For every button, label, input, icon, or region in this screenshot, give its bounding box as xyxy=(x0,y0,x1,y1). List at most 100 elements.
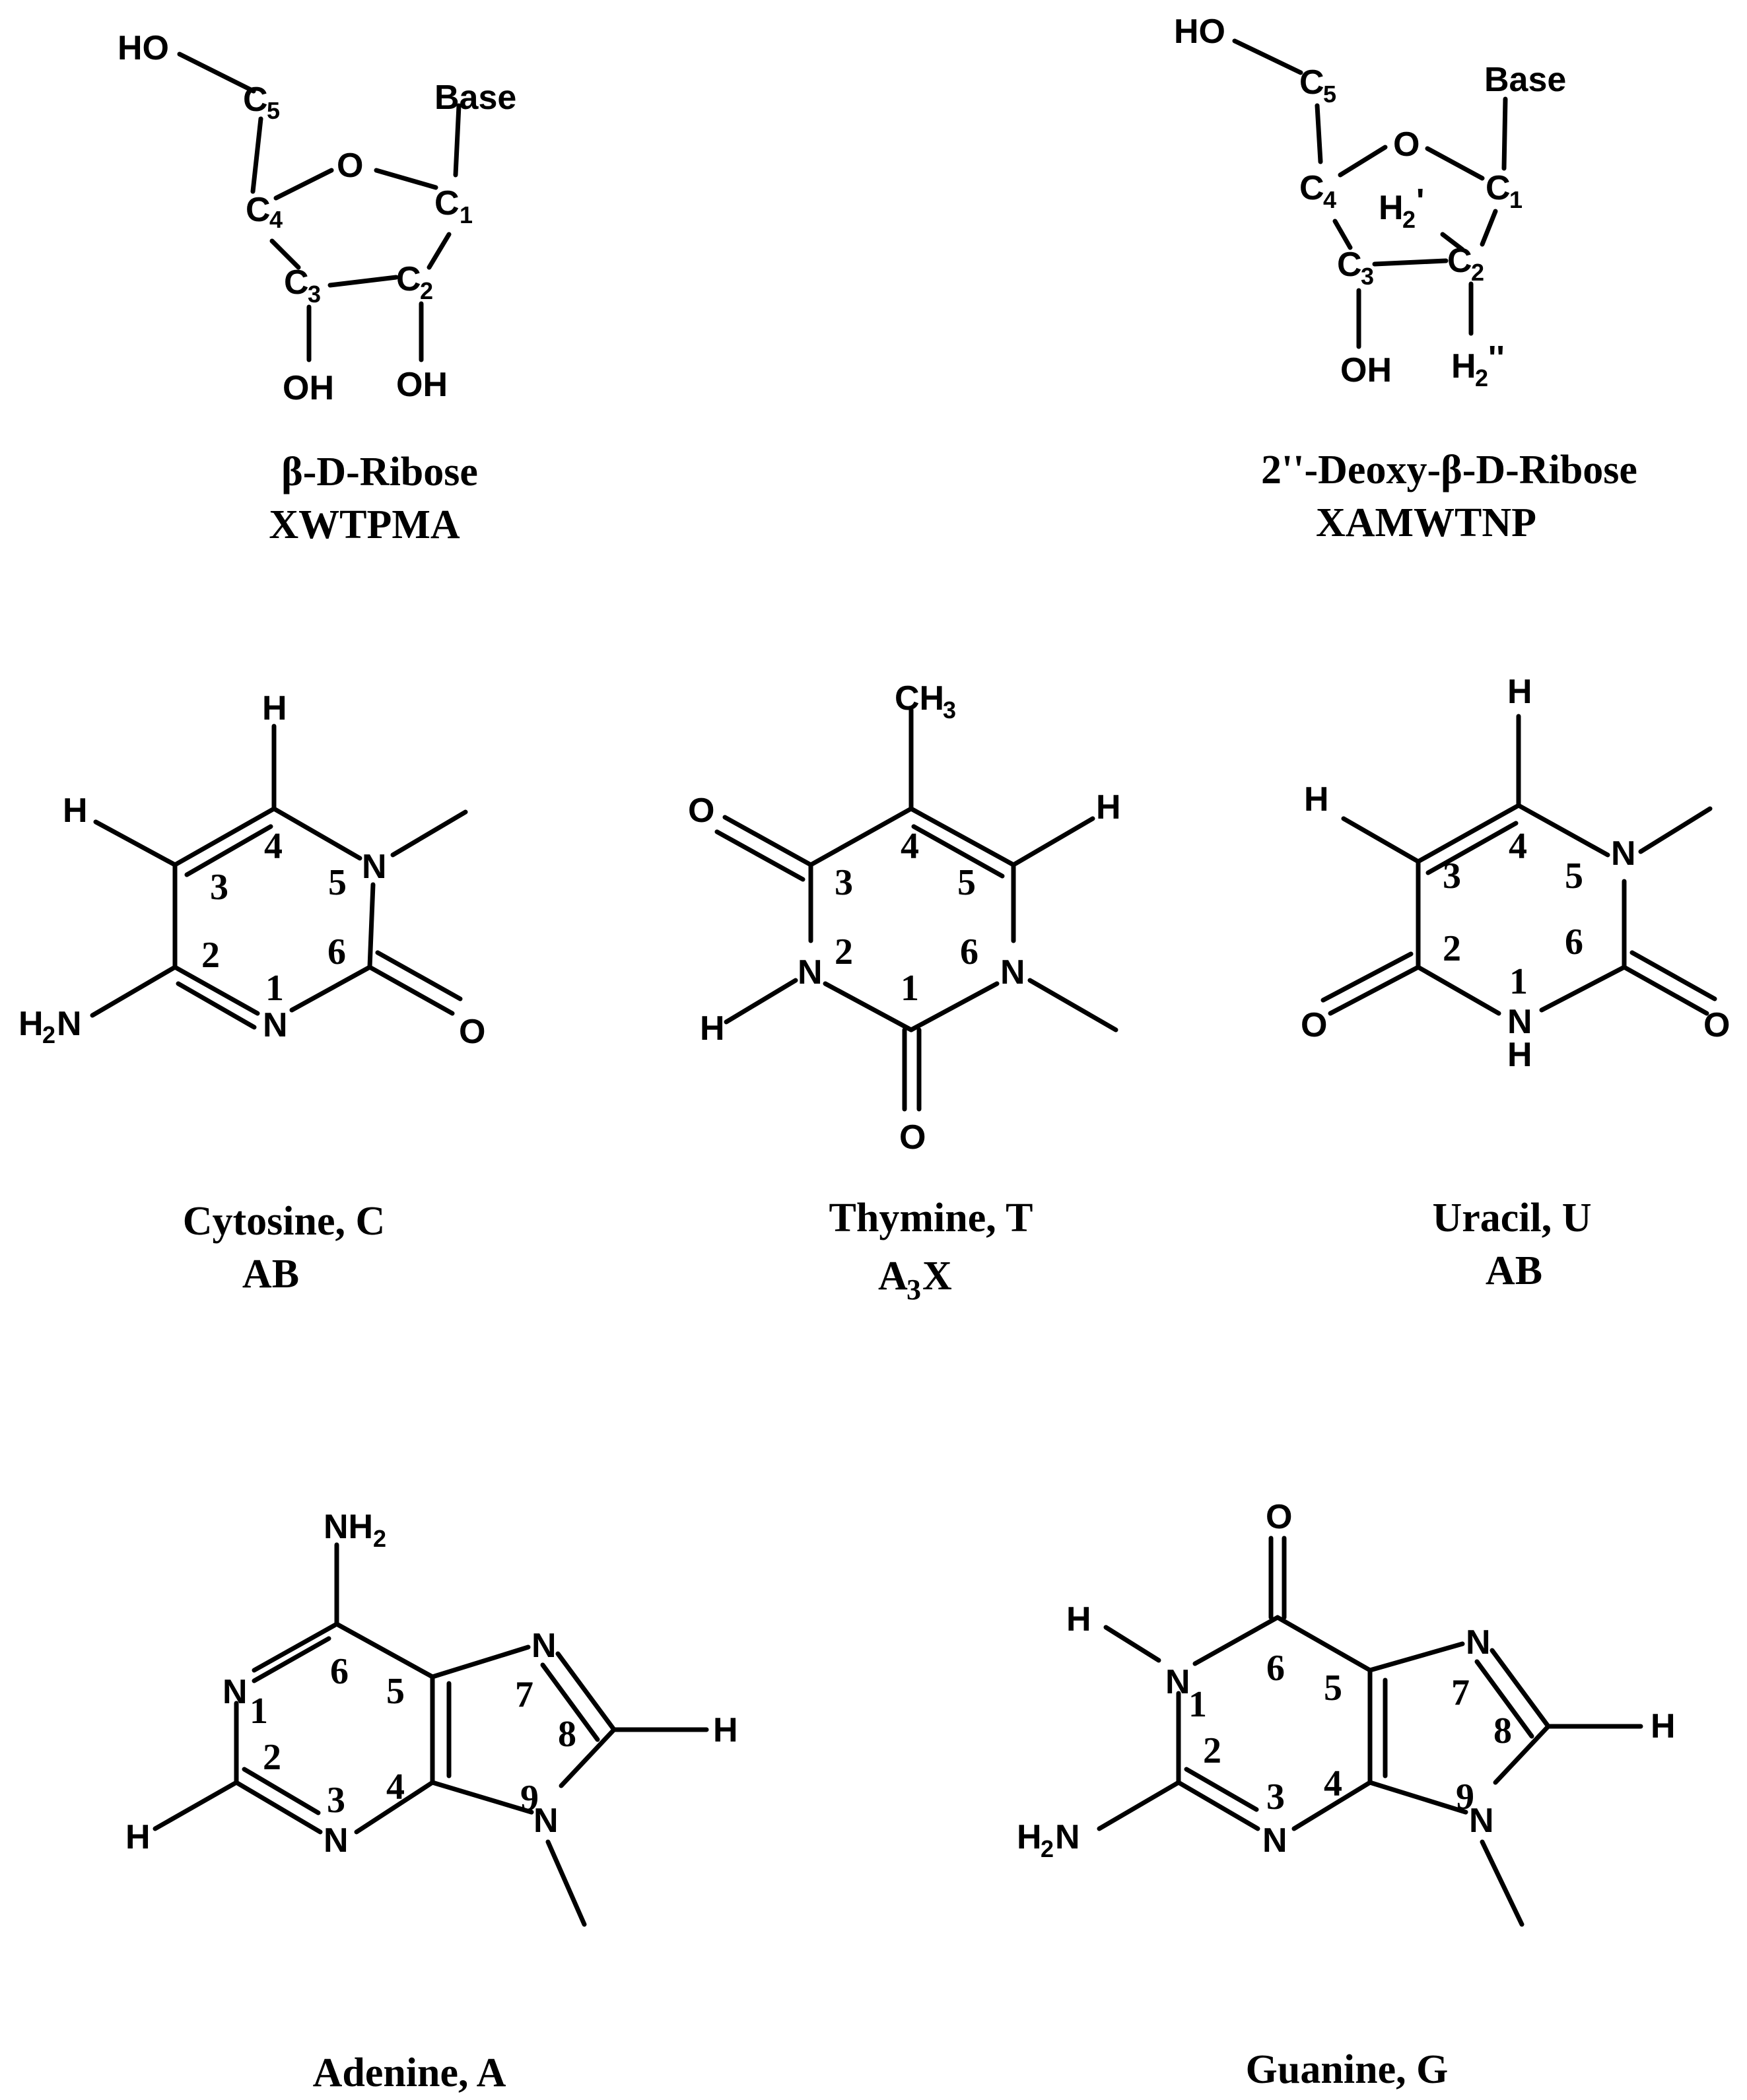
uracil-n1-label: N xyxy=(1507,1003,1532,1041)
deoxyribose-c2-subscript: 2 xyxy=(1471,259,1484,286)
deoxyribose-c5-label: C xyxy=(1299,63,1324,102)
cytosine-caption-spin-system: AB xyxy=(242,1252,299,1297)
guanine-caption-name: Guanine, G xyxy=(1246,2047,1449,2092)
adenine-bonds xyxy=(153,1542,709,1927)
uracil-caption-spin-system: AB xyxy=(1486,1248,1542,1293)
cytosine-position-2: 2 xyxy=(201,935,220,976)
deoxyribose-h2-double-prime-subscript: 2 xyxy=(1475,364,1488,391)
adenine-position-9: 9 xyxy=(520,1778,539,1819)
adenine-position-8: 8 xyxy=(558,1714,576,1755)
uracil-h4-label: H xyxy=(1507,673,1532,711)
cytosine-position-6: 6 xyxy=(327,931,346,972)
ribose-c3-label: C xyxy=(284,263,309,302)
thymine-methyl-group: CH 3 xyxy=(895,679,956,724)
guanine-position-3: 3 xyxy=(1266,1777,1285,1817)
thymine-nh-h-label: H xyxy=(700,1009,725,1048)
guanine-position-7: 7 xyxy=(1451,1672,1470,1713)
adenine-n7-label: N xyxy=(531,1627,557,1665)
deoxyribose-c1-subscript: 1 xyxy=(1509,186,1523,213)
guanine-structure: O H N N H H 2 N N N 6 5 7 1 8 2 3 4 9 xyxy=(1017,1498,1676,1927)
uracil-structure: H H N O N H O 4 3 5 2 6 1 xyxy=(1301,673,1730,1074)
deoxyribose-c2-label: C xyxy=(1447,242,1472,280)
cytosine-bonds xyxy=(90,724,468,1030)
uracil-n1-h-label: H xyxy=(1507,1036,1532,1074)
thymine-caption-spin-subscript: 3 xyxy=(907,1273,921,1306)
thymine-position-3: 3 xyxy=(835,862,853,903)
deoxyribose-h2-prime-mark: ' xyxy=(1416,182,1424,220)
thymine-caption-spin-a: A xyxy=(878,1254,908,1299)
ribose-c3-subscript: 3 xyxy=(308,281,321,308)
uracil-caption-name: Uracil, U xyxy=(1432,1196,1591,1240)
uracil-n5-label: N xyxy=(1611,834,1636,873)
cytosine-n5-label: N xyxy=(362,848,387,886)
deoxyribose-structure: HO C 5 Base O C 4 C 1 H 2 ' C 3 C 2 OH H… xyxy=(1174,13,1566,391)
adenine-h2-label: H xyxy=(125,1818,151,1856)
guanine-position-8: 8 xyxy=(1493,1710,1512,1751)
guanine-carbonyl-o-label: O xyxy=(1266,1498,1292,1536)
guanine-amino-n-label: N xyxy=(1055,1818,1080,1856)
thymine-caption-name: Thymine, T xyxy=(829,1196,1033,1240)
guanine-position-5: 5 xyxy=(1324,1668,1342,1709)
adenine-n3-label: N xyxy=(324,1821,349,1860)
uracil-position-5: 5 xyxy=(1565,856,1583,897)
thymine-n6-label: N xyxy=(1000,953,1025,992)
ribose-c5-label: C xyxy=(243,81,268,119)
ribose-c1-label: C xyxy=(434,184,460,222)
deoxyribose-c1-label: C xyxy=(1486,169,1511,207)
deoxyribose-h2-prime-subscript: 2 xyxy=(1402,206,1416,233)
deoxyribose-caption-spin-system: XAMWTNP xyxy=(1316,500,1536,545)
uracil-h3-label: H xyxy=(1304,780,1329,819)
thymine-n2-label: N xyxy=(798,953,823,992)
thymine-structure: CH 3 O H N N H O 4 3 5 2 6 1 xyxy=(688,679,1121,1157)
cytosine-caption-name: Cytosine, C xyxy=(183,1199,386,1244)
adenine-position-4: 4 xyxy=(386,1767,405,1808)
adenine-n1-label: N xyxy=(223,1673,248,1711)
cytosine-position-4: 4 xyxy=(264,826,283,867)
deoxyribose-c3-subscript: 3 xyxy=(1361,263,1374,290)
adenine-position-6: 6 xyxy=(330,1651,349,1692)
uracil-c2-carbonyl-o-label: O xyxy=(1301,1006,1327,1044)
deoxyribose-h2-prime-label: H xyxy=(1379,189,1404,227)
guanine-n1-label: N xyxy=(1165,1663,1190,1701)
adenine-structure: NH 2 N N H H N N 6 5 7 1 8 2 3 4 9 xyxy=(125,1508,738,1927)
deoxyribose-base-label: Base xyxy=(1484,61,1566,99)
uracil-position-4: 4 xyxy=(1509,826,1527,867)
thymine-position-6: 6 xyxy=(960,931,978,972)
thymine-methyl-ch-label: CH xyxy=(895,679,944,718)
uracil-position-3: 3 xyxy=(1443,856,1461,897)
cytosine-amino-n-label: N xyxy=(57,1005,82,1043)
deoxyribose-c3-hydroxyl-label: OH xyxy=(1340,351,1392,390)
deoxyribose-c4-label: C xyxy=(1299,169,1324,207)
adenine-n9-label: N xyxy=(533,1802,559,1840)
adenine-h8-label: H xyxy=(713,1711,738,1749)
ribose-ho-label: HO xyxy=(118,29,169,67)
ribose-c3-hydroxyl-label: OH xyxy=(283,369,334,407)
adenine-amino-nh-label: NH xyxy=(324,1508,373,1546)
ribose-c4-label: C xyxy=(246,191,271,229)
adenine-caption-name: Adenine, A xyxy=(313,2050,506,2095)
deoxyribose-c5-subscript: 5 xyxy=(1323,81,1336,108)
ribose-c4-subscript: 4 xyxy=(269,206,283,233)
deoxyribose-h2-double-prime-label: H xyxy=(1451,347,1476,386)
thymine-caption-spin-x: X xyxy=(922,1254,952,1299)
cytosine-amino-subscript: 2 xyxy=(42,1021,55,1048)
uracil-bonds xyxy=(1320,714,1717,1016)
cytosine-structure: H H N H 2 N N O 4 3 5 2 6 1 xyxy=(18,689,485,1051)
uracil-c6-carbonyl-o-label: O xyxy=(1703,1006,1730,1044)
thymine-c1-carbonyl-o-label: O xyxy=(899,1118,926,1157)
uracil-position-2: 2 xyxy=(1443,928,1461,969)
uracil-position-6: 6 xyxy=(1565,922,1583,963)
deoxyribose-ring-oxygen-label: O xyxy=(1393,125,1420,164)
adenine-position-3: 3 xyxy=(327,1780,345,1821)
cytosine-position-5: 5 xyxy=(328,862,347,903)
guanine-amino-group: H 2 N xyxy=(1017,1818,1080,1862)
ribose-c2-hydroxyl-label: OH xyxy=(396,366,448,404)
deoxyribose-c4-subscript: 4 xyxy=(1323,186,1336,213)
adenine-position-2: 2 xyxy=(263,1737,281,1778)
guanine-amino-h-label: H xyxy=(1017,1818,1042,1856)
ribose-c1-subscript: 1 xyxy=(460,201,473,228)
ribose-c5-subscript: 5 xyxy=(267,97,280,124)
guanine-bonds xyxy=(1097,1536,1643,1927)
ribose-caption-spin-system: XWTPMA xyxy=(269,502,460,547)
cytosine-amino-h-label: H xyxy=(18,1005,44,1043)
